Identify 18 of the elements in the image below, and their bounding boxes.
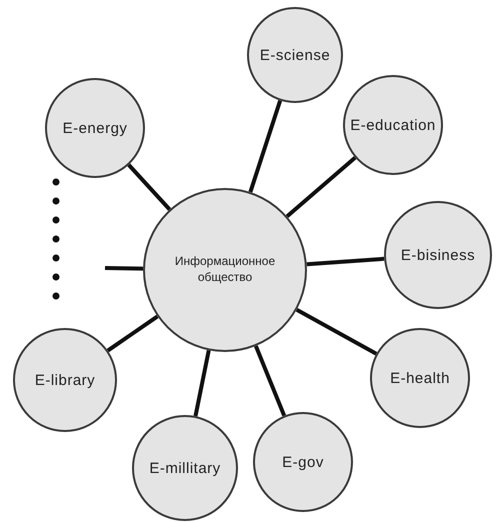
node-label: E-education [350,116,436,134]
connector-line [286,156,356,218]
connector-line [194,350,211,416]
node-label: E-sciense [260,46,330,64]
node-label: E-library [34,372,96,388]
node-label: E-energy [62,120,128,136]
connector-line [106,314,159,352]
node-label: E-gov [282,454,324,470]
node-label: E-millitary [149,460,221,476]
node-label: Информационное общество [174,254,276,286]
connector-line [248,100,282,193]
connector-line [306,256,384,266]
connector-line [127,164,172,211]
node-label: E-health [390,370,450,386]
connector-line [104,266,144,271]
connector-line [296,308,378,356]
node-label: E-bisiness [400,246,476,264]
connector-line [254,345,286,416]
